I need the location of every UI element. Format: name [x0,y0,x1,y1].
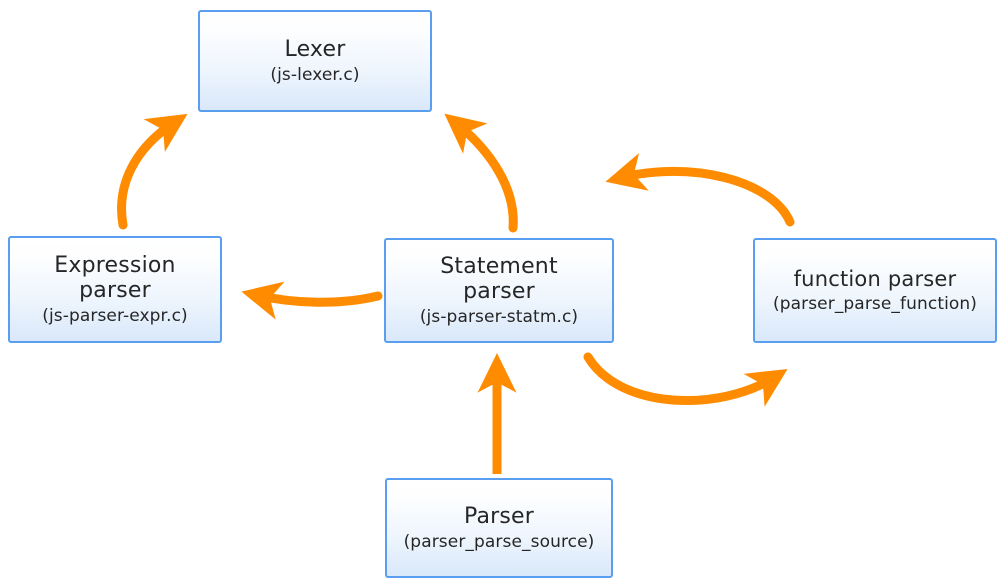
node-function-parser[interactable]: function parser (parser_parse_function) [753,238,997,343]
node-expression-parser-subtitle: (js-parser-expr.c) [42,306,188,327]
node-function-parser-title: function parser [793,267,957,292]
node-lexer[interactable]: Lexer (js-lexer.c) [198,10,432,112]
arrow-function-parser-to-statement-parser [605,152,795,227]
arrow-expression-parser-to-lexer [117,113,188,230]
node-lexer-title: Lexer [284,37,346,62]
node-statement-parser-subtitle: (js-parser-statm.c) [419,307,579,328]
node-statement-parser[interactable]: Statement parser (js-parser-statm.c) [384,238,614,343]
node-expression-parser[interactable]: Expression parser (js-parser-expr.c) [8,236,222,343]
node-expression-parser-title: Expression parser [54,252,176,304]
node-parser-subtitle: (parser_parse_source) [403,531,595,552]
node-parser-title: Parser [463,504,535,529]
arrow-statement-parser-to-expression-parser [241,281,383,320]
node-lexer-subtitle: (js-lexer.c) [270,64,360,85]
arrow-statement-parser-to-function-parser [583,352,788,407]
node-statement-parser-title: Statement parser [440,253,558,305]
node-function-parser-subtitle: (parser_parse_function) [772,293,978,314]
node-parser[interactable]: Parser (parser_parse_source) [385,478,613,578]
arrow-statement-parser-to-lexer [444,113,518,233]
